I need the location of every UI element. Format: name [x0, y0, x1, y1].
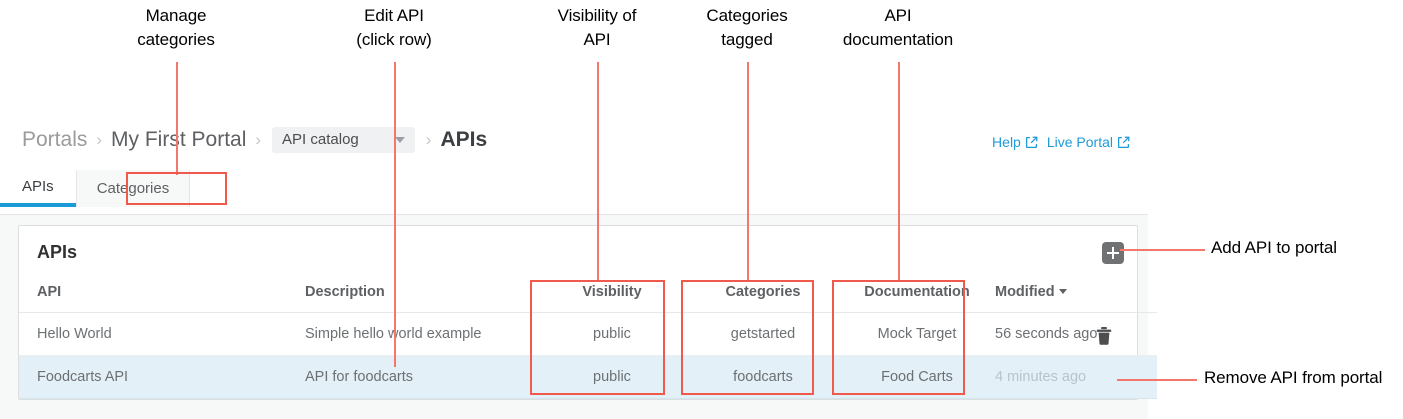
card-title: APIs: [37, 241, 78, 262]
help-link[interactable]: Help: [992, 134, 1038, 150]
add-api-button[interactable]: [1102, 242, 1124, 264]
leader-line-visibility: [597, 62, 599, 280]
tab-categories[interactable]: Categories: [75, 170, 191, 207]
column-header-categories[interactable]: Categories: [687, 278, 839, 313]
column-header-modified[interactable]: Modified: [995, 278, 1157, 313]
tab-apis[interactable]: APIs: [0, 170, 76, 207]
portal-admin-app: Portals › My First Portal › API catalog …: [0, 112, 1157, 419]
table-row[interactable]: Foodcarts API API for foodcarts public f…: [19, 355, 1157, 399]
cell-modified: 4 minutes ago: [995, 355, 1157, 399]
callout-edit-api: Edit API (click row): [356, 6, 432, 49]
tab-bar: APIs Categories: [0, 170, 1148, 215]
cell-description: Simple hello world example: [305, 312, 537, 356]
leader-line-documentation: [898, 62, 900, 280]
callout-categories-tagged: Categories tagged: [706, 6, 788, 49]
apis-table: API Description Visibility Categories Do…: [19, 278, 1157, 399]
live-portal-link[interactable]: Live Portal: [1047, 134, 1130, 150]
card-header: APIs: [19, 226, 1137, 278]
breadcrumb-portals[interactable]: Portals: [22, 128, 88, 151]
breadcrumb-separator-icon: ›: [425, 130, 432, 149]
plus-icon: [1111, 247, 1115, 259]
cell-modified: 56 seconds ago: [995, 312, 1157, 356]
leader-line-manage-categories: [176, 62, 178, 175]
leader-line-remove-api: [1117, 379, 1197, 381]
callout-manage-categories: Manage categories: [137, 6, 215, 49]
leader-line-edit-api: [394, 62, 396, 367]
column-header-description[interactable]: Description: [305, 278, 537, 313]
top-links: Help Live Portal: [992, 134, 1130, 150]
chevron-down-icon: [394, 136, 405, 143]
callout-visibility-of-api: Visibility of API: [557, 6, 637, 49]
callout-add-api-to-portal: Add API to portal: [1211, 238, 1337, 257]
table-row[interactable]: Hello World Simple hello world example p…: [19, 312, 1157, 356]
callout-api-documentation: API documentation: [842, 6, 954, 49]
cell-api: Foodcarts API: [19, 355, 305, 399]
callout-remove-api-from-portal: Remove API from portal: [1204, 368, 1383, 387]
table-header: API Description Visibility Categories Do…: [19, 278, 1157, 313]
apis-card: APIs API Description Visibility Categori…: [18, 225, 1157, 400]
catalog-select-label: API catalog: [282, 131, 359, 148]
cell-visibility: public: [537, 355, 687, 399]
leader-line-categories: [747, 62, 749, 280]
table-header-row: API Description Visibility Categories Do…: [19, 278, 1157, 313]
column-header-api[interactable]: API: [19, 278, 305, 313]
breadcrumb-current: APIs: [440, 128, 488, 151]
cell-documentation: Food Carts: [839, 355, 995, 399]
sort-desc-icon: [1058, 289, 1067, 294]
cell-api: Hello World: [19, 312, 305, 356]
catalog-select[interactable]: API catalog: [272, 127, 415, 153]
help-link-label: Help: [992, 134, 1021, 150]
cell-documentation: Mock Target: [839, 312, 995, 356]
external-link-icon: [1025, 136, 1038, 149]
cell-visibility: public: [537, 312, 687, 356]
remove-api-button[interactable]: [1096, 327, 1112, 345]
breadcrumb-separator-icon: ›: [96, 130, 103, 149]
cell-categories: foodcarts: [687, 355, 839, 399]
table-body: Hello World Simple hello world example p…: [19, 312, 1157, 399]
cell-description: API for foodcarts: [305, 355, 537, 399]
live-portal-link-label: Live Portal: [1046, 134, 1113, 150]
breadcrumb: Portals › My First Portal › API catalog …: [22, 127, 487, 153]
breadcrumb-portal-name[interactable]: My First Portal: [111, 128, 247, 151]
column-header-visibility[interactable]: Visibility: [537, 278, 687, 313]
cell-categories: getstarted: [687, 312, 839, 356]
leader-line-add-api: [1120, 249, 1205, 251]
column-header-modified-label: Modified: [995, 284, 1055, 300]
column-header-documentation[interactable]: Documentation: [839, 278, 995, 313]
external-link-icon: [1117, 136, 1130, 149]
breadcrumb-separator-icon: ›: [255, 130, 262, 149]
